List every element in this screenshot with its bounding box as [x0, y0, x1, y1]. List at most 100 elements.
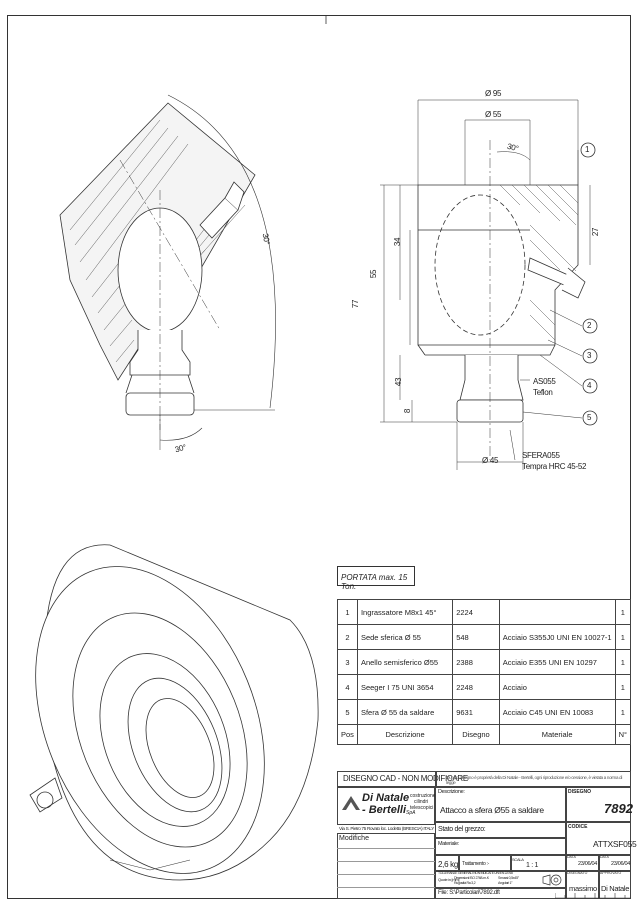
bom-cell-disegno: 2388 [452, 649, 500, 675]
bom-cell-materiale: Acciaio E355 UNI EN 10297 [498, 649, 616, 675]
company-tag-2: cilindri [414, 799, 429, 805]
drawing-sheet-border [7, 15, 631, 899]
callout-3: 3 [587, 351, 592, 360]
note-sfera: SFERA055 [522, 451, 560, 460]
tolerance-4: Angolari 1° [498, 881, 513, 885]
bom-cell-materiale: Acciaio C45 UNI EN 10083 [498, 699, 616, 725]
drawing-number: 7892 [604, 801, 633, 816]
revisions-label: Modifiche [339, 835, 369, 842]
bom-cell-desc: Seeger I 75 UNI 3654 [356, 674, 454, 700]
bom-cell-disegno: 9631 [452, 699, 500, 725]
description-value: Attacco a sfera Ø55 a saldare [440, 805, 544, 815]
scale-ruler [555, 893, 631, 899]
tolerance-3: Rugosità Ra 3,2 [454, 881, 476, 885]
company-logo-icon [342, 796, 360, 810]
scale-label: SCALA [512, 857, 524, 862]
bom-cell-desc: Sede sferica Ø 55 [356, 624, 454, 650]
bom-cell-disegno: 2248 [452, 674, 500, 700]
bom-cell-disegno: 548 [452, 624, 500, 650]
code-box [566, 822, 631, 855]
dim-h8: 8 [403, 408, 413, 414]
approved-by-label: APPROVATO [600, 871, 622, 875]
drawn-by: massimo [569, 884, 597, 893]
company-name-2: - Bertelli [362, 804, 407, 816]
dim-h43: 43 [394, 377, 404, 387]
note-teflon: Teflon [533, 388, 553, 397]
dim-h55: 55 [369, 269, 379, 279]
dim-h77: 77 [351, 299, 361, 309]
tolerance-box [435, 871, 566, 888]
drawn-by-label: DISEGNATO [567, 871, 588, 875]
bom-cell-materiale: Acciaio S355J0 UNI EN 10027-1 [498, 624, 616, 650]
drawing-number-box [566, 787, 631, 822]
company-tag-3: telescopici [410, 805, 434, 811]
weight-value: 2,6 kg [438, 860, 458, 869]
bom-cell-disegno: 2224 [452, 599, 500, 625]
rotated-section-view [59, 94, 276, 450]
drawing-number-label: DISEGNO [568, 789, 592, 795]
callout-1: 1 [585, 145, 590, 154]
company-tag-1: costruzione [410, 793, 436, 799]
material-label: Materiale: [438, 841, 460, 847]
general-tolerances: TOLLERANZE GENERALI NON INDICATE UNI EN … [438, 871, 513, 875]
bom-cell-n: 1 [614, 674, 632, 700]
bom-cell-n: 1 [614, 599, 632, 625]
code-label: CODICE [568, 824, 588, 830]
isometric-view [29, 544, 319, 881]
dim-angle-30-left: 30° [260, 232, 272, 246]
dim-h27: 27 [591, 227, 601, 237]
bom-cell-desc: Ingrassatore M8x1 45° [356, 599, 454, 625]
title-block-top-row [337, 771, 631, 787]
quote-units: Quote in [mm] [438, 877, 460, 882]
date-value-2: 23/06/04 [611, 861, 631, 867]
capacity-label: PORTATA max. 15 Ton. [337, 566, 415, 591]
company-logo-box [337, 787, 435, 825]
property-notice: Questo disegno è proprietà della Di Nata… [446, 775, 623, 785]
bom-header-materiale: Materiale [498, 724, 616, 745]
dim-d55: Ø 55 [485, 110, 502, 119]
code-value: ATTXSF055 [593, 839, 637, 849]
date-label-2: DATA [600, 855, 609, 859]
date-value-1: 23/06/04 [578, 861, 598, 867]
dim-d95: Ø 95 [485, 89, 502, 98]
bom-header-pos: Pos [337, 724, 358, 745]
treatment-label: Trattamento :- [462, 861, 490, 867]
company-name-1: Di Natale [362, 792, 410, 804]
cad-notice: DISEGNO CAD - NON MODIFICARE [343, 774, 468, 783]
bom-cell-pos: 3 [337, 649, 358, 675]
callout-4: 4 [587, 381, 592, 390]
description-label: Descrizione: [438, 789, 465, 795]
company-spa: SpA [406, 810, 416, 816]
scale-value: 1 : 1 [526, 862, 539, 869]
bom-cell-n: 1 [614, 649, 632, 675]
bom-cell-desc: Sfera Ø 55 da saldare [356, 699, 454, 725]
note-tempra: Tempra HRC 45-52 [522, 462, 587, 471]
projection-symbol-icon [542, 874, 562, 886]
bom-cell-pos: 2 [337, 624, 358, 650]
tolerance-2: Smussi 0,5x45° [498, 876, 519, 880]
file-path: File: S:\Particolari\7892.dft [438, 890, 500, 896]
tolerance-1: Dimensioni ISO 2768-m-K [454, 876, 489, 880]
bom-cell-pos: 5 [337, 699, 358, 725]
approved-by: Di Natale [601, 884, 630, 893]
bom-cell-pos: 1 [337, 599, 358, 625]
front-section-view [380, 99, 598, 470]
bom-header-disegno: Disegno [452, 724, 500, 745]
bom-header-n: N° [614, 724, 632, 745]
bom-cell-materiale: Acciaio [498, 674, 616, 700]
date-label-1: DATA [567, 855, 576, 859]
bom-cell-desc: Anello semisferico Ø55 [356, 649, 454, 675]
revisions-box [337, 833, 435, 899]
bom-cell-n: 1 [614, 699, 632, 725]
callout-2: 2 [587, 321, 592, 330]
bom-cell-pos: 4 [337, 674, 358, 700]
bom-header-desc: Descrizione [356, 724, 454, 745]
bom-cell-materiale [498, 599, 616, 625]
